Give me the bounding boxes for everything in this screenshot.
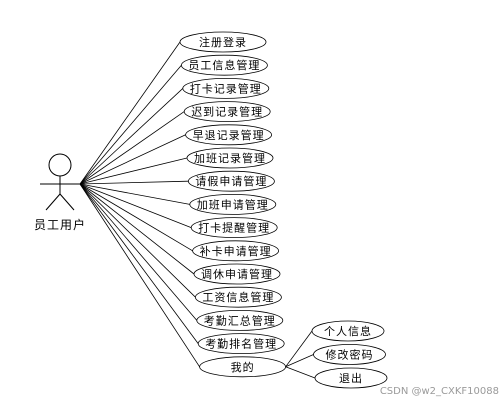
- use-case-ellipse[interactable]: [182, 78, 270, 99]
- use-case-ellipse[interactable]: [190, 217, 278, 239]
- sub-use-case-ellipse[interactable]: [311, 320, 385, 342]
- sub-use-case-ellipse[interactable]: [313, 344, 386, 365]
- use-case-ellipse[interactable]: [180, 54, 268, 76]
- use-case-label: 考勤汇总管理: [204, 313, 276, 327]
- use-case-ellipse[interactable]: [189, 193, 277, 215]
- use-case-ellipse[interactable]: [196, 309, 284, 331]
- use-case[interactable]: 早退记录管理: [185, 124, 273, 146]
- association-line: [79, 134, 186, 185]
- actor-label: 员工用户: [34, 217, 86, 232]
- use-case-label: 早退记录管理: [193, 128, 265, 142]
- use-case-label: 请假申请管理: [195, 174, 267, 188]
- use-case-ellipse[interactable]: [187, 170, 275, 192]
- use-case-ellipse[interactable]: [192, 240, 280, 262]
- association-line: [79, 183, 196, 298]
- use-case[interactable]: 请假申请管理: [187, 170, 275, 192]
- association-line: [79, 183, 199, 344]
- use-case-label: 迟到记录管理: [191, 105, 263, 119]
- use-case-label: 调休申请管理: [201, 267, 273, 281]
- use-case-label: 考勤排名管理: [205, 337, 277, 351]
- sub-use-case-ellipse[interactable]: [314, 367, 388, 389]
- use-case-ellipse[interactable]: [186, 147, 274, 169]
- association-line: [79, 64, 182, 185]
- association-line: [79, 183, 195, 275]
- association-line: [79, 183, 190, 205]
- sub-use-case-label: 退出: [339, 371, 363, 385]
- use-case[interactable]: 我的: [199, 356, 287, 378]
- use-case-label: 补卡申请管理: [200, 244, 272, 258]
- sub-association-line: [285, 366, 316, 379]
- use-case-ellipse[interactable]: [194, 286, 282, 308]
- use-case-list: 注册登录员工信息管理打卡记录管理迟到记录管理早退记录管理加班记录管理请假申请管理…: [179, 31, 287, 378]
- sub-use-case[interactable]: 个人信息: [311, 320, 385, 342]
- actor-head: [48, 153, 72, 177]
- use-case-ellipse[interactable]: [197, 333, 285, 355]
- association-line: [79, 180, 189, 185]
- association-line: [79, 41, 181, 185]
- use-case-ellipse[interactable]: [193, 263, 281, 285]
- association-line: [79, 183, 192, 228]
- association-line: [79, 183, 198, 321]
- use-case-label: 加班申请管理: [197, 197, 269, 211]
- use-case[interactable]: 迟到记录管理: [183, 101, 271, 122]
- use-case[interactable]: 加班记录管理: [186, 147, 274, 169]
- use-case-label: 打卡记录管理: [190, 81, 262, 95]
- use-case[interactable]: 调休申请管理: [193, 263, 281, 285]
- use-case[interactable]: 加班申请管理: [189, 193, 277, 215]
- use-case-label: 打卡提醒管理: [198, 221, 270, 235]
- association-line: [79, 157, 188, 185]
- use-case-ellipse[interactable]: [185, 124, 273, 146]
- use-case[interactable]: 打卡记录管理: [182, 78, 270, 99]
- sub-association-line: [285, 330, 313, 368]
- association-line: [79, 88, 184, 185]
- use-case[interactable]: 工资信息管理: [194, 286, 282, 308]
- use-case-ellipse[interactable]: [199, 356, 287, 378]
- association-line: [79, 183, 200, 368]
- sub-use-case[interactable]: 修改密码: [313, 344, 386, 365]
- sub-association-line: [285, 354, 314, 368]
- use-case-label: 我的: [231, 360, 255, 374]
- actor-figure: [40, 153, 80, 211]
- sub-use-case[interactable]: 退出: [314, 367, 388, 389]
- association-lines: [79, 41, 316, 379]
- use-case-label: 注册登录: [199, 35, 247, 49]
- sub-use-case-label: 个人信息: [324, 324, 372, 338]
- use-case-label: 加班记录管理: [194, 151, 266, 165]
- actor-leg-right: [59, 193, 75, 211]
- use-case[interactable]: 考勤汇总管理: [196, 309, 284, 331]
- sub-use-case-label: 修改密码: [326, 348, 374, 362]
- actor-leg-left: [45, 193, 61, 211]
- watermark: CSDN @w2_CXKF10088: [380, 386, 499, 397]
- use-case[interactable]: 注册登录: [179, 31, 267, 53]
- use-case[interactable]: 员工信息管理: [180, 54, 268, 76]
- use-case-label: 员工信息管理: [188, 58, 260, 72]
- association-line: [79, 183, 193, 252]
- use-case[interactable]: 考勤排名管理: [197, 333, 285, 355]
- use-case[interactable]: 打卡提醒管理: [190, 217, 278, 239]
- use-case[interactable]: 补卡申请管理: [192, 240, 280, 262]
- use-case-ellipse[interactable]: [183, 101, 271, 122]
- association-line: [79, 111, 185, 185]
- use-case-label: 工资信息管理: [202, 290, 274, 304]
- use-case-ellipse[interactable]: [179, 31, 267, 53]
